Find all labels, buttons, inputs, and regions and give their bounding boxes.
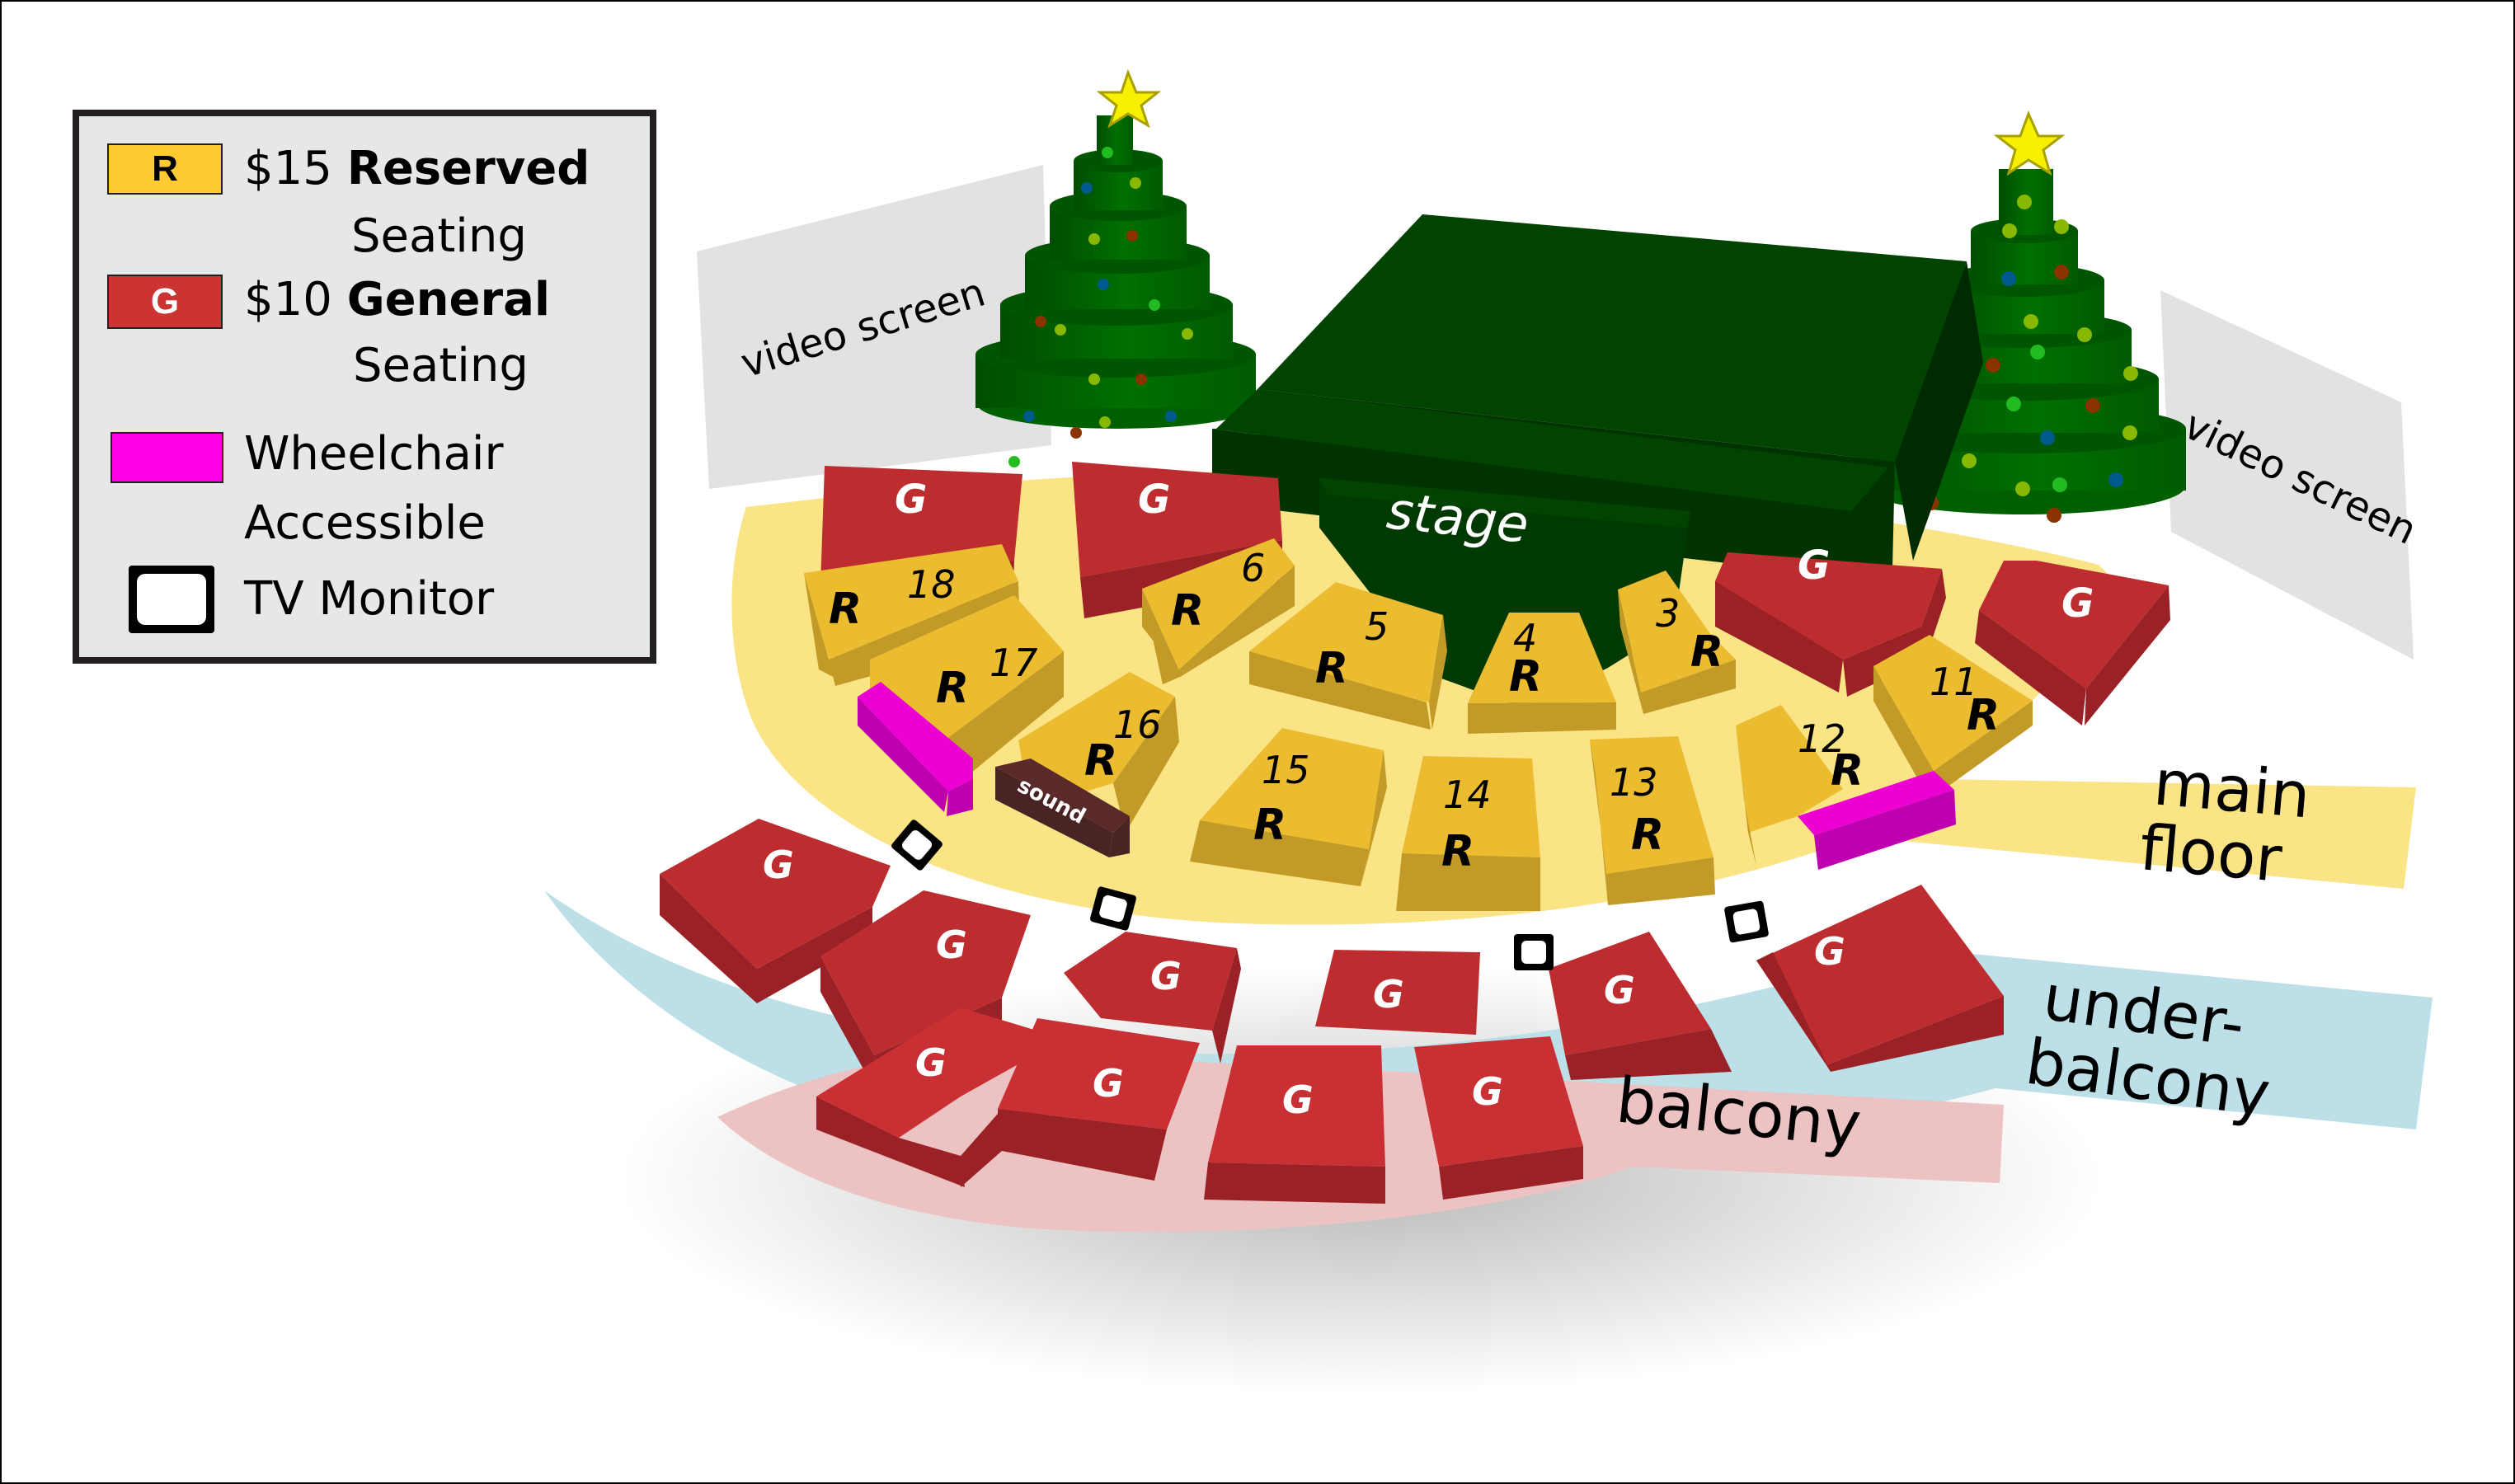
legend-general-price: $10: [244, 273, 332, 326]
reserved-section-12[interactable]: R 12: [1736, 705, 1864, 866]
legend-tv-monitor-label: TV Monitor: [244, 572, 495, 626]
legend-general-sub: Seating: [353, 339, 529, 392]
section-number: 14: [1443, 773, 1492, 817]
main-floor-label: main floor: [2137, 745, 2313, 896]
reserved-section-11[interactable]: R 11: [1873, 635, 2033, 800]
main-floor-label-line1: main: [2151, 745, 2313, 832]
general-label: G: [915, 1040, 947, 1085]
legend-reserved-swatch-label: R: [152, 148, 178, 189]
tv-monitors: [891, 819, 1769, 970]
legend-general-text: $10 General: [244, 277, 550, 323]
general-label: G: [1138, 477, 1170, 523]
tv-monitor-icon: [1090, 886, 1136, 931]
general-section[interactable]: G: [1315, 950, 1480, 1035]
tv-monitor-icon: [1514, 934, 1554, 970]
tv-monitor-icon: [891, 819, 943, 871]
reserved-label: R: [1171, 586, 1204, 636]
under-balcony-general-sections: G G G G G G: [660, 819, 2004, 1088]
general-section[interactable]: G: [1756, 885, 2004, 1072]
video-screen-left: video screen: [697, 165, 1051, 489]
section-number: 3: [1656, 591, 1680, 636]
wheelchair-area-left[interactable]: [858, 682, 973, 816]
general-section[interactable]: G: [1064, 932, 1241, 1064]
main-floor-reserved-sections: R 18 R 6 R 5 R 4: [804, 536, 2033, 911]
general-label: G: [895, 477, 927, 523]
legend-reserved-sub: Seating: [351, 209, 527, 263]
stage: stage: [1212, 214, 1983, 709]
general-section[interactable]: G: [1414, 1036, 1583, 1200]
star-icon: [1096, 68, 1162, 129]
general-section[interactable]: G: [1204, 1045, 1385, 1204]
general-section[interactable]: G: [1715, 542, 1946, 697]
general-label: G: [936, 923, 967, 967]
section-number: 13: [1610, 760, 1658, 805]
reserved-label: R: [1967, 691, 2000, 740]
general-label: G: [1814, 929, 1845, 974]
section-number: 12: [1798, 716, 1846, 761]
general-section[interactable]: G: [998, 1018, 1200, 1181]
section-number: 17: [990, 641, 1038, 685]
legend-reserved-price: $15: [244, 142, 332, 195]
reserved-section-5[interactable]: R 5: [1249, 582, 1447, 730]
reserved-section-4[interactable]: R 4: [1468, 613, 1616, 734]
reserved-section-6[interactable]: R 6: [895, 536, 1295, 684]
reserved-section-15[interactable]: R 15: [1190, 728, 1387, 886]
general-label: G: [1472, 1069, 1503, 1114]
under-balcony-label: under- balcony: [2021, 960, 2274, 1131]
reserved-label: R: [1441, 827, 1474, 876]
section-number: 18: [907, 562, 956, 607]
reserved-label: R: [1084, 736, 1117, 786]
general-section[interactable]: G: [1975, 561, 2170, 726]
reserved-section-3[interactable]: R 3: [1618, 571, 1736, 714]
legend-reserved-name: Reserved: [346, 142, 590, 195]
reserved-section-13[interactable]: R 13: [1590, 736, 1715, 905]
christmas-tree-left: [975, 68, 1258, 476]
main-floor-label-line2: floor: [2137, 810, 2285, 896]
legend-general-swatch-label: G: [150, 281, 180, 322]
general-section[interactable]: G: [1549, 932, 1732, 1080]
general-label: G: [2061, 580, 2094, 627]
section-number: 16: [1113, 702, 1162, 747]
general-label: G: [1373, 972, 1404, 1017]
balcony-general-sections: G G G G: [816, 1007, 1583, 1204]
general-section[interactable]: G: [660, 819, 891, 1003]
reserved-label: R: [1831, 746, 1864, 796]
general-label: G: [1093, 1061, 1124, 1106]
reserved-label: R: [829, 585, 862, 634]
legend-general-swatch: G: [107, 275, 223, 329]
section-number: 11: [1930, 660, 1978, 704]
reserved-label: R: [1509, 652, 1542, 702]
legend-wheelchair-line2: Accessible: [244, 496, 486, 550]
video-screen-right: video screen: [2160, 290, 2423, 660]
general-label: G: [1282, 1078, 1314, 1122]
reserved-section-16[interactable]: R 16: [1018, 672, 1179, 833]
reserved-label: R: [936, 664, 969, 713]
section-number: 15: [1262, 748, 1310, 792]
legend-reserved-swatch: R: [107, 143, 223, 195]
legend-tv-monitor-icon: [129, 566, 214, 633]
general-label: G: [1798, 542, 1830, 589]
tv-monitor-icon: [1724, 900, 1769, 943]
legend-reserved-text: $15 Reserved: [244, 146, 590, 192]
star-icon: [1993, 110, 2066, 176]
stage-label: stage: [1384, 480, 1531, 555]
section-number: 4: [1513, 616, 1537, 660]
general-label: G: [1150, 954, 1182, 998]
reserved-label: R: [1253, 801, 1286, 850]
general-label: G: [763, 843, 794, 887]
reserved-section-14[interactable]: R 14: [1396, 756, 1540, 911]
reserved-label: R: [1315, 644, 1348, 693]
legend-general-name: General: [346, 273, 551, 326]
legend-wheelchair-line1: Wheelchair: [244, 427, 504, 481]
legend-wheelchair-swatch: [110, 432, 223, 483]
general-label: G: [1604, 968, 1635, 1012]
section-number: 6: [1241, 546, 1265, 590]
legend: R $15 Reserved Seating G $10 General Sea…: [73, 110, 656, 664]
reserved-label: R: [1690, 627, 1723, 677]
reserved-label: R: [1631, 810, 1664, 860]
wheelchair-area-right[interactable]: [1798, 771, 1956, 870]
section-number: 5: [1365, 604, 1389, 649]
